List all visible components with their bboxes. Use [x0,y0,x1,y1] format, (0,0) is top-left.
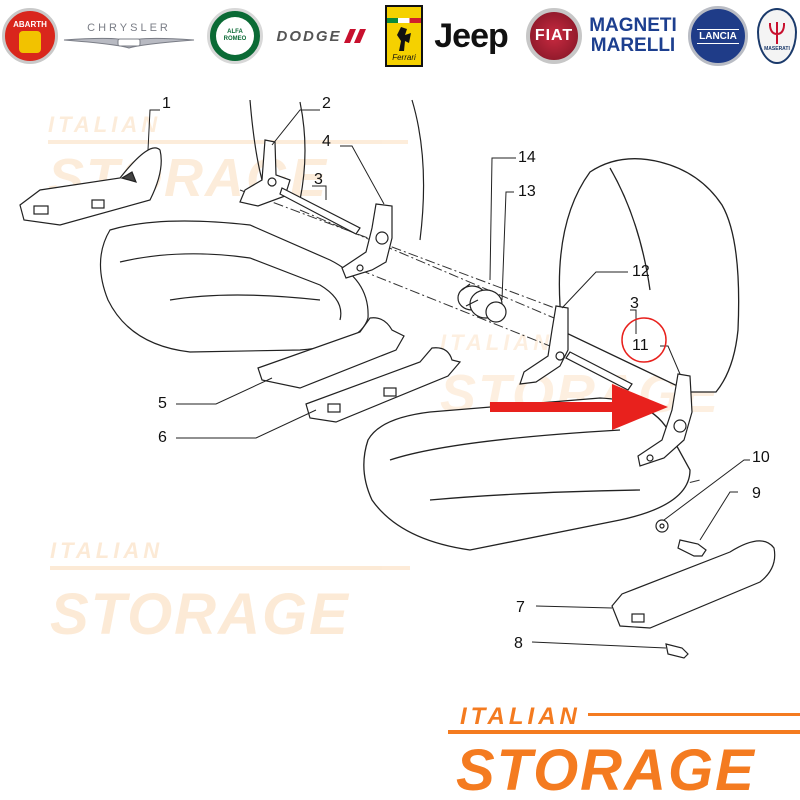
callout-6: 6 [158,429,167,446]
lancia-label: LANCIA [697,28,739,44]
svg-text:STORAGE: STORAGE [50,582,350,647]
callout-3-right: 3 [630,295,639,312]
right-seat-back [558,158,740,393]
callout-1: 1 [162,95,171,112]
lancia-logo: LANCIA [686,4,750,68]
part-2-recliner-bracket [239,139,291,207]
dodge-label: DODGE [276,27,342,45]
fiat-logo: FIAT [524,4,584,68]
callout-14: 14 [518,149,536,166]
part-4-recliner-mechanism [341,203,393,279]
jeep-logo: Jeep [428,4,514,68]
abarth-label: ABARTH [13,19,47,29]
callout-2: 2 [322,95,331,112]
dodge-stripes-icon [343,29,366,43]
part-11-recliner-handle [637,373,693,467]
ferrari-logo: Ferrari [384,4,424,68]
scorpion-icon [19,30,41,53]
fiat-label: FIAT [534,27,574,44]
marelli-label: MARELLI [590,35,676,56]
callout-10: 10 [752,449,770,466]
svg-text:ITALIAN: ITALIAN [440,330,553,355]
seat-exploded-diagram: ITALIAN STORAGE ITALIAN STORAGE ITALIAN … [19,95,776,659]
highlight-arrow [490,384,668,430]
footer-italian-text: ITALIAN [460,703,581,730]
part-7-side-trim [611,540,776,629]
callout-labels: 1 2 3 4 5 6 7 8 9 10 11 12 13 14 3 [158,95,770,652]
footer-storage-text: STORAGE [456,738,756,800]
part-1-side-trim [19,147,162,226]
part-6-rail-cover [305,347,462,423]
part-8-screw [665,643,689,659]
leader-lines [147,109,750,649]
trident-icon [769,22,785,44]
callout-11: 11 [632,337,649,354]
callout-13: 13 [518,183,536,200]
italian-storage-logo: ITALIAN STORAGE [448,703,800,800]
chrysler-label: CHRYSLER [87,22,171,34]
chrysler-logo: CHRYSLER [62,4,196,68]
highlight-circle [621,317,667,363]
alfa-romeo-label: ALFA ROMEO [223,29,247,42]
maserati-logo: MASERATI [756,4,798,68]
footer-rule-long [448,730,800,734]
left-seat-cushion [99,220,369,353]
maserati-label: MASERATI [764,46,790,52]
alfa-romeo-logo: ALFA ROMEO [204,4,266,68]
svg-text:ITALIAN: ITALIAN [50,538,163,563]
dodge-logo: DODGE [272,4,372,68]
callout-8: 8 [514,635,523,652]
footer-rule [588,713,800,716]
callout-12: 12 [632,263,650,280]
ferrari-label: Ferrari [392,53,416,62]
part-3-shaft-left [279,187,361,235]
callout-9: 9 [752,485,761,502]
magneti-marelli-logo: MAGNETI MARELLI [588,4,678,68]
abarth-logo: ABARTH [2,4,58,68]
part-5-lower-trim [257,317,405,389]
jeep-label: Jeep [434,16,508,55]
brand-logo-bar: ABARTH CHRYSLER ALFA ROMEO DODGE [0,0,800,72]
part-3-shaft-right [565,351,633,391]
callout-4: 4 [322,133,331,150]
part-10-washer [655,519,669,533]
part-12-recliner-bracket [519,305,569,385]
prancing-horse-icon [397,27,411,51]
part-9-bolt [677,539,707,557]
watermark-lower: ITALIAN STORAGE [50,538,410,647]
callout-5: 5 [158,395,167,412]
magneti-label: MAGNETI [589,15,677,36]
callout-7: 7 [516,599,525,616]
part-13-14-knob [457,283,507,323]
right-seat-cushion [363,397,691,551]
chrysler-wings-icon [63,37,195,49]
svg-text:ITALIAN: ITALIAN [48,112,161,137]
callout-3: 3 [314,171,323,188]
